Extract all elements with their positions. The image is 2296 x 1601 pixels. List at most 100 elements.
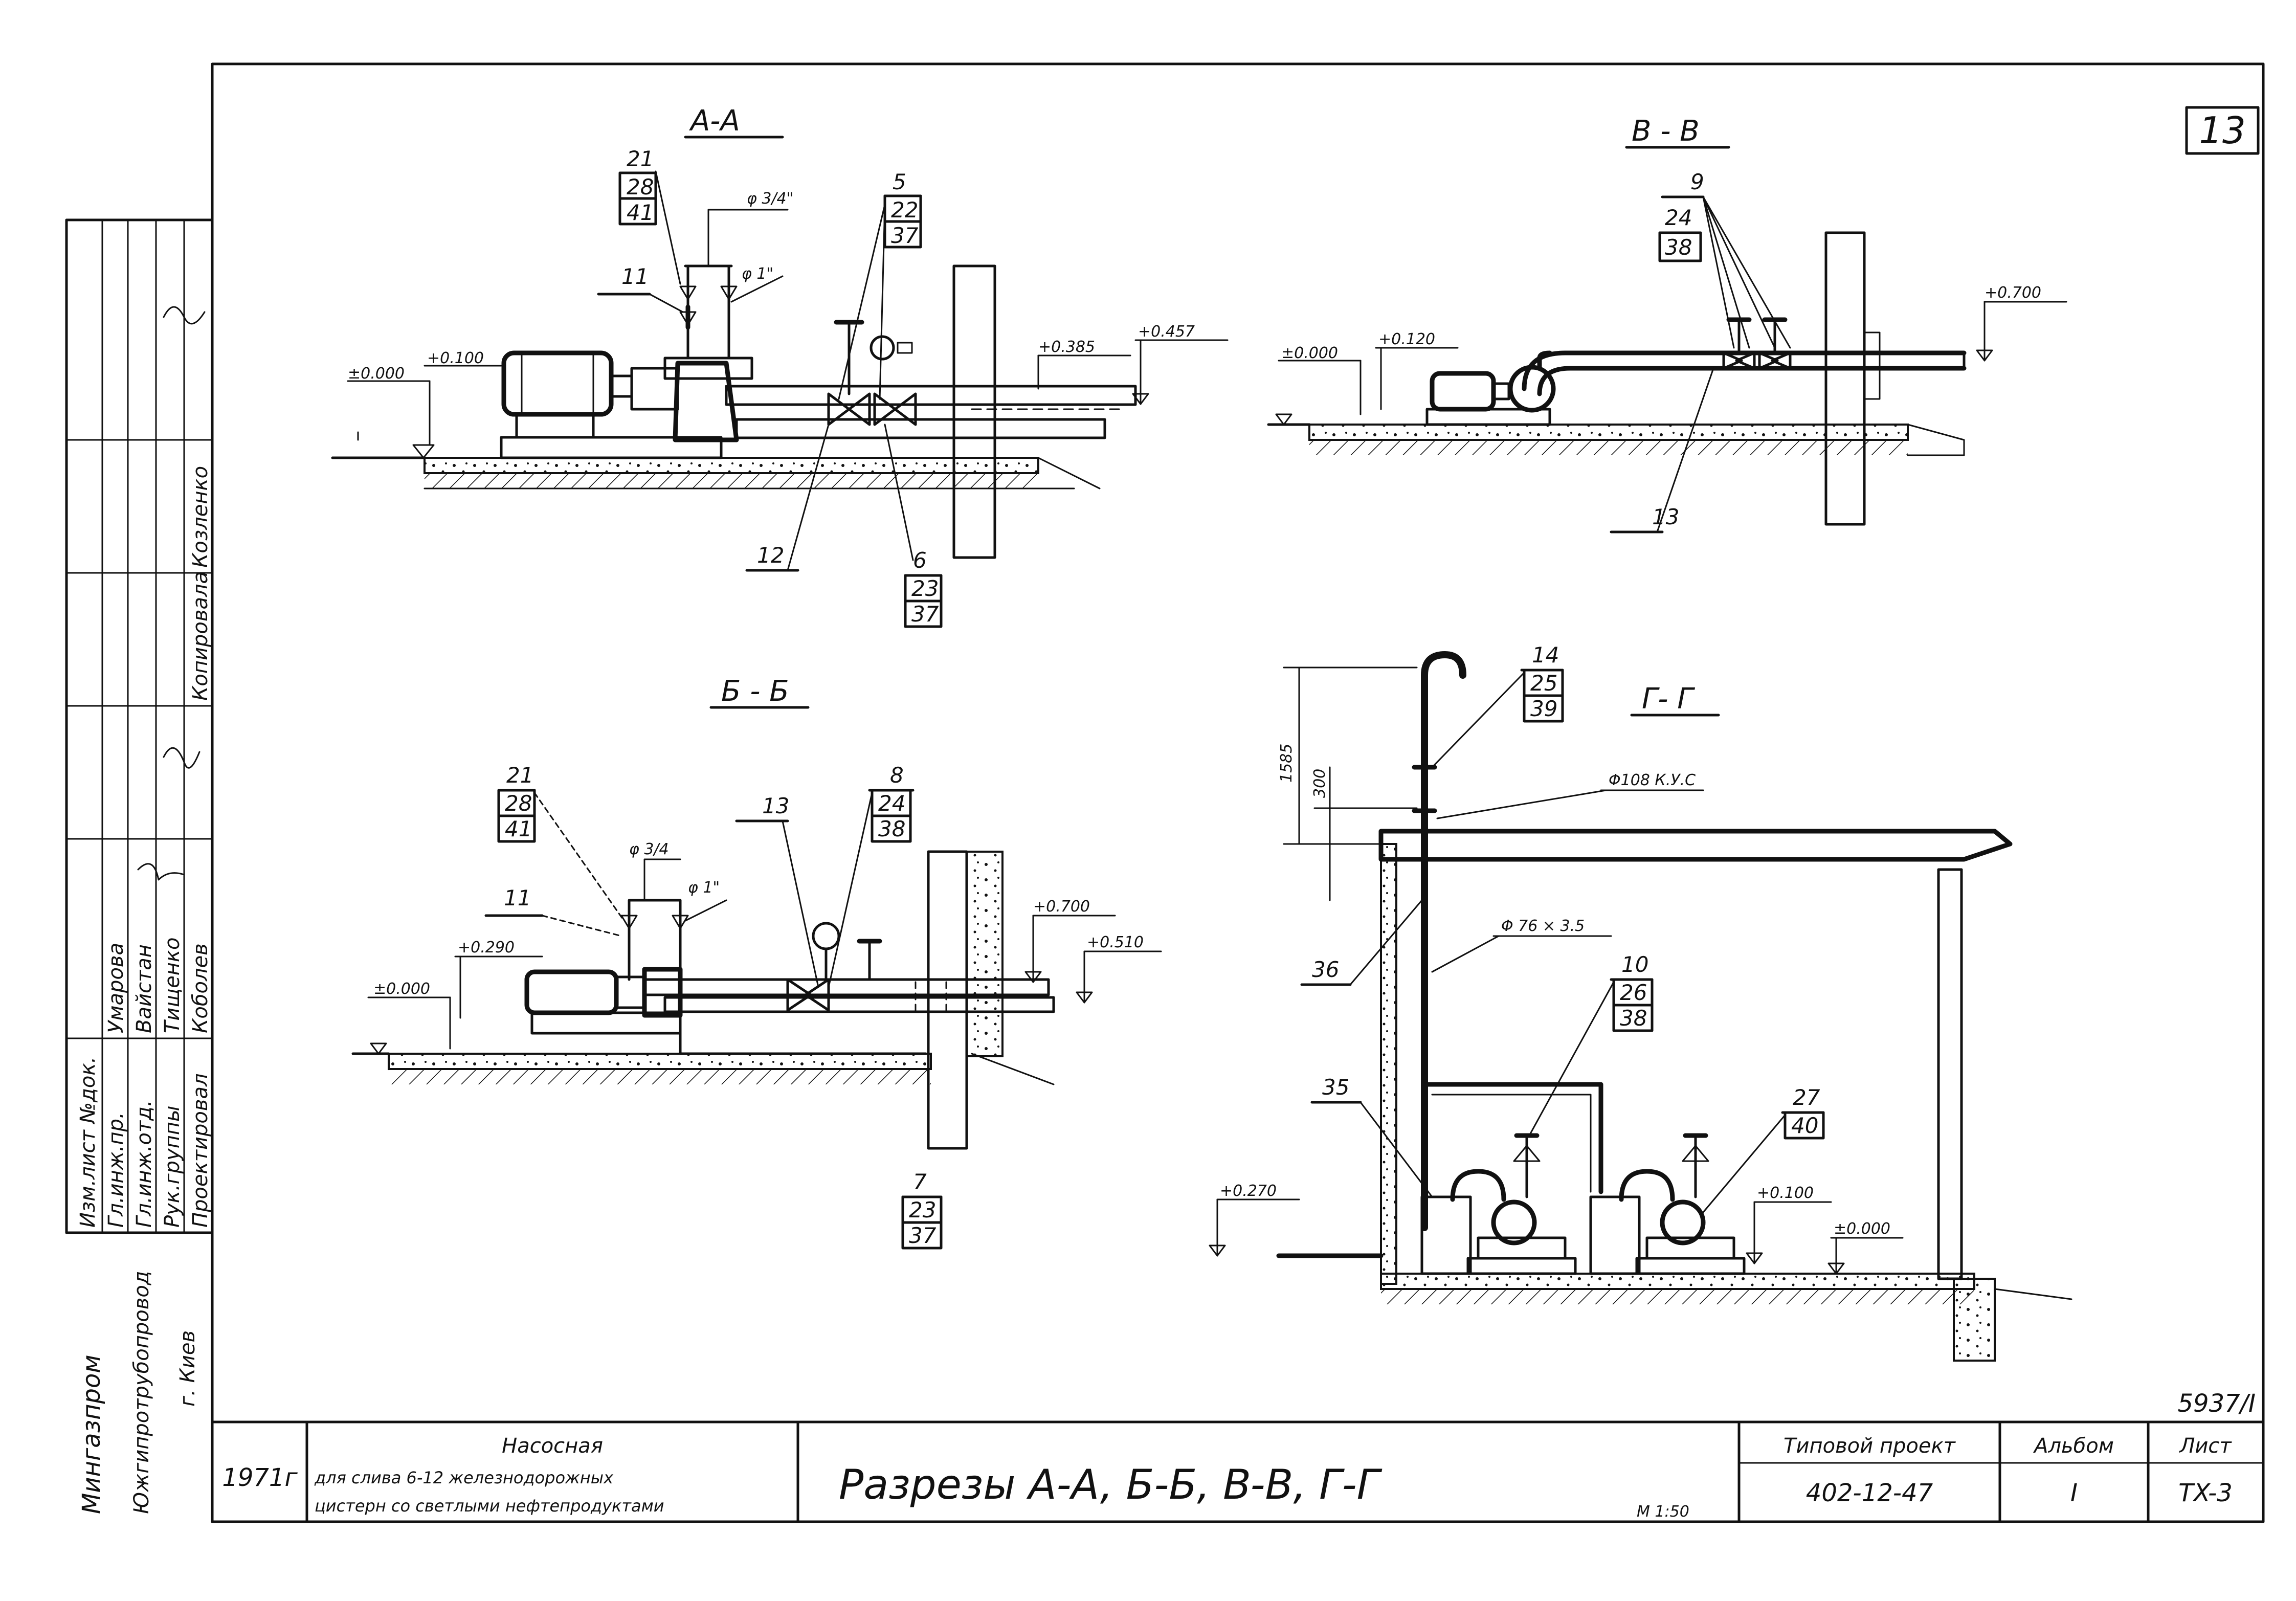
elevation-label: ±0.000 <box>1281 344 1338 362</box>
org-name: Мингазпром <box>77 1354 106 1514</box>
ground-hatch <box>1309 440 1908 455</box>
tb-project-number: 402-12-47 <box>1806 1479 1933 1507</box>
motor <box>524 969 619 1015</box>
stamp-row: Копировала <box>189 571 212 701</box>
tb-sheet-label: Лист <box>2178 1434 2232 1458</box>
callout-number: 24 <box>1665 205 1692 230</box>
callout-number: 35 <box>1322 1075 1349 1100</box>
pipe-lower <box>663 996 1055 1013</box>
callout-number: 24 <box>878 791 905 816</box>
floor-slab <box>1308 424 1909 441</box>
elevation-label: +0.120 <box>1378 330 1435 348</box>
stamp-row: Гл.инж.отд. <box>132 1100 156 1228</box>
callout-number: 21 <box>506 763 533 788</box>
section-title: Г- Г <box>1642 682 1695 716</box>
title-block: 1971г Насосная для слива 6-12 железнодор… <box>211 1420 2265 1523</box>
pipe-lower <box>735 418 1106 439</box>
pump-pedestal <box>1420 1195 1472 1275</box>
tb-project-label: Типовой проект <box>1784 1434 1956 1458</box>
tb-drawing-title: Разрезы A-A, Б-Б, B-B, Г-Г <box>839 1461 1383 1508</box>
ground-hatch <box>389 1069 931 1084</box>
valve <box>1722 351 1756 370</box>
callout-number: 13 <box>762 793 789 818</box>
elevation-label: ±0.000 <box>373 980 430 998</box>
callout-number: 41 <box>505 816 532 841</box>
elevation-label: +0.385 <box>1038 338 1095 356</box>
elevation-label: ±0.000 <box>1834 1220 1890 1238</box>
section-title: Б - Б <box>721 675 789 708</box>
stamp-row: Рук.группы <box>161 1105 184 1228</box>
wall-left <box>1380 843 1397 1285</box>
valve <box>873 392 917 426</box>
pump-body <box>642 967 683 1018</box>
section-g-g: Г- Г <box>1209 642 2072 1362</box>
callout-number: 23 <box>911 576 939 601</box>
elevation-label: +0.700 <box>1033 898 1090 916</box>
callout-number: 27 <box>1793 1085 1820 1110</box>
callout-number: 7 <box>913 1169 927 1194</box>
callout-number: 6 <box>913 548 927 573</box>
stamp-name: Козленко <box>189 466 212 568</box>
callout-number: 39 <box>1530 696 1557 721</box>
stamp-name: Вайстан <box>132 944 156 1033</box>
callout-number: 12 <box>757 543 784 568</box>
callout-number: 5 <box>893 169 906 194</box>
ground-hatch <box>425 473 1038 488</box>
motor <box>1430 371 1496 412</box>
callout-number: 8 <box>890 763 904 788</box>
callout-number: 25 <box>1530 671 1557 696</box>
callout-number: 11 <box>621 264 649 289</box>
vertical-pipe <box>1421 651 1466 1231</box>
callout-number: 23 <box>909 1197 936 1222</box>
callout-number: 11 <box>504 885 531 910</box>
stamp-code: 5937/I <box>2178 1389 2256 1418</box>
elevation-label: +0.100 <box>1757 1184 1814 1202</box>
floor-slab <box>388 1053 932 1070</box>
dimension-label: 1585 <box>1278 744 1296 783</box>
pump-pedestal <box>1589 1195 1641 1275</box>
pump-base <box>500 436 723 459</box>
note-label: Φ108 К.У.С <box>1609 771 1696 789</box>
callout-number: 37 <box>891 223 919 248</box>
ground-hatch <box>1381 1289 1974 1304</box>
elevation-label: +0.270 <box>1220 1182 1277 1200</box>
roof <box>1378 829 2013 862</box>
section-a-a: A-A φ 3/4" φ 1" <box>331 104 1229 628</box>
tb-object-desc: для слива 6-12 железнодорожных <box>314 1468 614 1487</box>
callout-number: 10 <box>1621 952 1648 977</box>
sheet-number-box <box>2185 106 2260 155</box>
motor <box>501 350 614 417</box>
note-label: Φ 76 × 3.5 <box>1501 917 1585 935</box>
dim-label: φ 1" <box>688 879 720 897</box>
pump-body <box>1660 1199 1706 1246</box>
org-name: Южгипротрубопровод <box>130 1271 153 1514</box>
tb-album-label: Альбом <box>2033 1434 2114 1458</box>
callout-number: 37 <box>909 1223 937 1248</box>
dim-label: φ 3/4 <box>629 840 669 858</box>
tb-album-value: I <box>2070 1479 2078 1507</box>
dimension-label: 300 <box>1311 769 1329 798</box>
stamp-name: Тищенко <box>161 938 184 1034</box>
side-stamp: Изм.лист №док. Гл.инж.пр. Гл.инж.отд. Ру… <box>65 218 214 1514</box>
section-b-b: Б - Б φ 3/4 φ 1" <box>351 675 1162 1250</box>
section-title: B - B <box>1632 115 1700 148</box>
signature-mark <box>163 747 200 769</box>
pump-body <box>673 361 739 442</box>
wall <box>952 264 996 559</box>
signature-mark <box>163 306 206 325</box>
elevation-label: +0.100 <box>427 349 484 367</box>
elevation-label: +0.510 <box>1087 933 1144 951</box>
elevation-label: +0.457 <box>1138 323 1195 341</box>
stamp-row: Проектировал <box>189 1073 212 1228</box>
callout-number: 38 <box>1620 1006 1647 1031</box>
stamp-row: Изм.лист №док. <box>76 1057 100 1228</box>
section-v-v: B - B ±0.000 +0.120 <box>1267 115 2067 533</box>
stamp-name: Умарова <box>104 943 128 1033</box>
dim-label: φ 3/4" <box>747 190 793 208</box>
elevation-label: +0.290 <box>458 939 515 957</box>
callout-number: 36 <box>1312 957 1339 982</box>
callout-number: 38 <box>878 816 905 841</box>
callout-number: 28 <box>627 174 654 199</box>
tb-scale: M 1:50 <box>1637 1503 1689 1521</box>
